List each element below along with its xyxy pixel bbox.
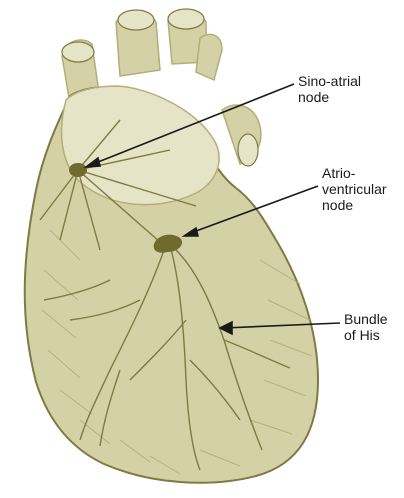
- sino-atrial-node: [69, 163, 87, 177]
- atrio-ventricular-label: Atrio- ventricular node: [322, 165, 387, 213]
- sino-atrial-label: Sino-atrial node: [298, 73, 361, 105]
- bundle-of-his-label: Bundle of His: [344, 311, 388, 343]
